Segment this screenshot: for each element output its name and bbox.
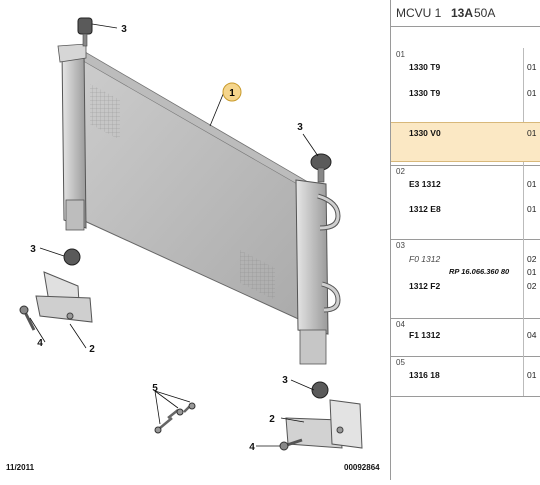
part-qty: 01 — [527, 204, 537, 214]
lower-right-screw — [279, 438, 303, 451]
section-number: 04 — [396, 320, 405, 329]
part-qty: 01 — [527, 179, 537, 189]
lower-left-bracket — [35, 271, 93, 323]
callout-2-left[interactable]: 2 — [89, 344, 95, 355]
section-03: 03 F0 1312 02 RP 16.066.360 80 01 1312 F… — [391, 239, 540, 319]
part-code: E3 1312 — [409, 179, 441, 189]
section-number: 02 — [396, 167, 405, 176]
panel-header: MCVU 1 13A 50A — [391, 0, 540, 27]
callout-3-left[interactable]: 3 — [30, 244, 36, 255]
part-code: 1330 T9 — [409, 88, 441, 98]
lower-left-screw — [19, 305, 36, 331]
parts-diagram: 1 3 3 3 3 2 2 4 4 5 11/2011 00092864 — [6, 17, 380, 472]
top-right-bushing — [310, 153, 332, 183]
callout-3-top-left[interactable]: 3 — [121, 24, 127, 35]
fastener-set — [154, 402, 196, 434]
section-01: 01 1330 T9 01 1330 T9 01 1330 V0 01 — [391, 48, 540, 166]
header-bold: 13A — [451, 6, 474, 20]
callout-1-label[interactable]: 1 — [229, 88, 235, 99]
right-side-tank — [295, 179, 341, 365]
part-qty: 01 — [527, 88, 537, 98]
part-qty: 04 — [527, 330, 537, 340]
callout-4-left[interactable]: 4 — [37, 338, 43, 349]
callout-1-marker[interactable] — [222, 82, 242, 102]
part-code: F0 1312 — [409, 254, 441, 264]
leader-lines — [29, 23, 319, 447]
section-04: 04 F1 1312 04 — [391, 318, 540, 357]
lower-right-bushing — [311, 381, 329, 399]
part-reference: RP 16.066.360 80 — [449, 267, 510, 276]
section-02: 02 E3 1312 01 1312 E8 01 — [391, 165, 540, 240]
part-code: 1312 F2 — [409, 281, 441, 291]
part-row[interactable]: 1316 18 01 — [391, 364, 540, 390]
radiator-core — [77, 47, 319, 329]
part-qty: 02 — [527, 281, 537, 291]
part-qty: 01 — [527, 370, 537, 380]
part-row[interactable]: 1312 F2 02 — [391, 275, 540, 301]
part-code: 1330 V0 — [409, 128, 441, 138]
top-left-bushing — [77, 17, 93, 47]
part-code: 1330 T9 — [409, 62, 441, 72]
header-prefix: MCVU 1 — [396, 6, 442, 20]
parts-list-panel: MCVU 1 13A 50A 01 1330 T9 01 1330 T9 01 … — [390, 0, 540, 480]
part-qty: 01 — [527, 62, 537, 72]
part-row[interactable]: 1312 E8 01 — [391, 198, 540, 224]
part-qty: 01 — [527, 128, 537, 138]
section-05: 05 1316 18 01 — [391, 356, 540, 397]
callout-4-right[interactable]: 4 — [249, 442, 255, 453]
callout-2-right[interactable]: 2 — [269, 414, 275, 425]
header-suffix: 50A — [474, 6, 496, 20]
part-row[interactable]: E3 1312 01 — [391, 173, 540, 199]
lower-left-bushing — [63, 248, 81, 266]
diagram-date: 11/2011 — [6, 463, 35, 472]
part-ref-qty: 01 — [527, 267, 537, 277]
left-side-tank — [57, 43, 87, 231]
callout-3-right[interactable]: 3 — [282, 375, 288, 386]
part-row[interactable]: 1330 T9 01 — [391, 82, 540, 108]
part-row[interactable]: F0 1312 02 RP 16.066.360 80 01 — [391, 249, 540, 283]
part-row[interactable]: 1330 T9 01 — [391, 56, 540, 82]
callout-5[interactable]: 5 — [152, 383, 158, 394]
part-code: 1312 E8 — [409, 204, 441, 214]
section-number: 01 — [396, 50, 405, 59]
callout-3-top-right[interactable]: 3 — [297, 122, 303, 133]
part-row[interactable]: F1 1312 04 — [391, 324, 540, 350]
diagram-id: 00092864 — [344, 463, 380, 472]
section-number: 05 — [396, 358, 405, 367]
part-qty: 02 — [527, 254, 537, 264]
radiator-exploded-view: 1 3 3 3 3 2 2 4 4 5 — [19, 17, 363, 453]
section-number: 03 — [396, 241, 405, 250]
part-code: 1316 18 — [409, 370, 440, 380]
part-row-selected[interactable]: 1330 V0 01 — [391, 122, 540, 162]
part-code: F1 1312 — [409, 330, 441, 340]
